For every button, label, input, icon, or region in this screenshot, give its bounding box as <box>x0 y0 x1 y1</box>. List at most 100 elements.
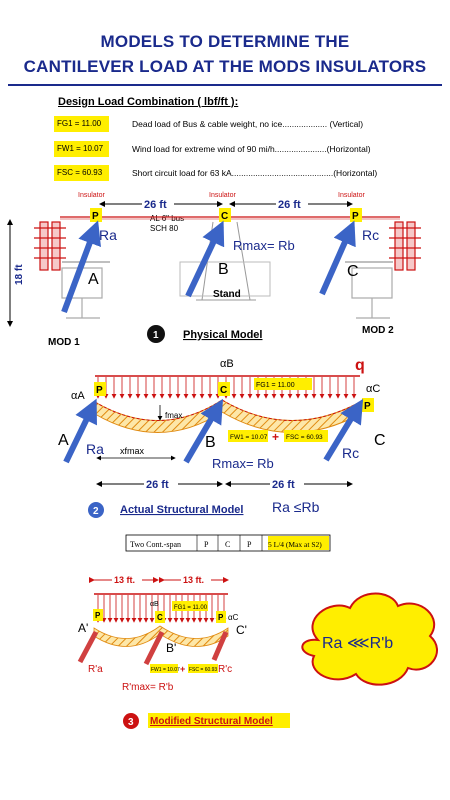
actual-structural-model: αB q FG1 = 11.00 fmax αA αC P C P A B C … <box>58 357 386 552</box>
step-2-badge <box>88 502 104 518</box>
node-p-left: P <box>92 211 99 222</box>
actual-rmax-rb: Rmax= Rb <box>212 456 274 471</box>
actual-span2-label: 26 ft <box>272 479 295 491</box>
mod-c-label: C' <box>236 623 247 637</box>
actual-model-label: Actual Structural Model <box>120 504 243 516</box>
reaction-rmax-rb: Rmax= Rb <box>233 238 295 253</box>
reaction-arrow-c <box>319 220 356 296</box>
support-b-label: B <box>218 261 229 278</box>
fw1-badge: FW1 = 10.07 <box>54 141 109 157</box>
fsc-badge: FSC = 60.93 <box>54 165 109 181</box>
mod2-equipment <box>345 221 421 319</box>
reaction-ra: Ra <box>99 227 117 243</box>
deflection-shape <box>94 399 361 433</box>
span1-label: 26 ft <box>144 199 167 211</box>
mod-alpha-b: αB <box>150 601 159 608</box>
fg1-load-label: FG1 = 11.00 <box>256 382 295 389</box>
mod-span1-label: 13 ft. <box>114 575 135 585</box>
mod-b-label: B' <box>166 641 176 655</box>
height-label: 18 ft <box>14 264 25 285</box>
reaction-arrow-a <box>61 220 101 314</box>
modified-structural-model: 13 ft. 13 ft. FG1 = 11.00 αB αC P C P A'… <box>77 573 438 729</box>
sch-label: SCH 80 <box>150 224 179 233</box>
mod-plus-sign: + <box>180 664 185 674</box>
actual-a-label: A <box>58 432 69 449</box>
ra-le-rb-inequality: Ra ≤Rb <box>272 499 320 515</box>
physical-model-label: Physical Model <box>183 329 262 341</box>
reaction-arrow-b <box>185 220 225 298</box>
actual-ra: Ra <box>86 441 104 457</box>
xfmax-label: xfmax <box>120 446 145 456</box>
mod-fw1-label: FW1 = 10.07 <box>151 667 180 673</box>
actual-b-label: B <box>205 434 216 451</box>
actual-rc: Rc <box>342 445 359 461</box>
mod-reaction-arrow-b <box>143 630 165 666</box>
fsc-load-label: FSC = 60.93 <box>286 434 323 441</box>
design-load-header: Design Load Combination ( lbf/ft ): <box>58 96 239 108</box>
comparison-cloud <box>301 592 438 686</box>
step-3-badge <box>123 713 139 729</box>
mod1-equipment <box>34 221 110 319</box>
support-c-label: C <box>347 263 359 280</box>
cloud-inequality: Ra ⋘R'b <box>322 635 393 652</box>
actual-reaction-arrow-c <box>323 398 364 462</box>
alpha-a-label: αA <box>71 390 85 402</box>
actual-node-p-left: P <box>96 385 103 396</box>
mod-reaction-arrow-a <box>77 630 99 664</box>
mod-fsc-label: FSC = 60.93 <box>189 667 217 673</box>
fg1-description: Dead load of Bus & cable weight, no ice.… <box>132 119 364 129</box>
page-title-line1: MODELS TO DETERMINE THE <box>100 32 350 51</box>
alpha-b-label: αB <box>220 358 234 370</box>
step-2-number: 2 <box>93 506 99 517</box>
table-cell-type: Two Cont.-span <box>130 540 181 549</box>
actual-span1-label: 26 ft <box>146 479 169 491</box>
insulator-label-right: Insulator <box>338 192 366 199</box>
actual-node-c: C <box>220 385 227 396</box>
mod-node-p-right: P <box>218 613 224 622</box>
insulator-label-left: Insulator <box>78 192 106 199</box>
actual-reaction-arrow-a <box>63 398 97 464</box>
fsc-description: Short circuit load for 63 kA............… <box>132 168 378 178</box>
bus-label: AL 6" bus <box>150 214 184 223</box>
mod-fg1-label: FG1 = 11.00 <box>174 605 208 611</box>
modified-model-label: Modified Structural Model <box>150 716 273 727</box>
table-cell-c: C <box>225 540 230 549</box>
actual-reaction-arrow-b <box>183 398 224 464</box>
table-cell-max: 5 L/4 (Max at S2) <box>268 540 322 549</box>
mod-node-p-left: P <box>95 611 101 620</box>
insulator-label-mid: Insulator <box>209 192 237 199</box>
alpha-c-label: αC <box>366 383 380 395</box>
fg1-badge: FG1 = 11.00 <box>54 116 109 132</box>
mod-node-c: C <box>157 613 163 622</box>
plus-sign: + <box>272 430 279 444</box>
support-a-label: A <box>88 271 99 288</box>
actual-node-p-right: P <box>364 401 371 412</box>
step-1-badge <box>147 325 165 343</box>
node-p-right: P <box>352 211 359 222</box>
table-cell-p2: P <box>247 540 252 549</box>
node-c-mid: C <box>221 211 228 222</box>
physical-model: Insulator Insulator Insulator 26 ft 26 f… <box>7 192 421 348</box>
mod-a-label: A' <box>78 621 88 635</box>
fw1-load-label: FW1 = 10.07 <box>230 434 268 441</box>
span2-label: 26 ft <box>278 199 301 211</box>
stand-label: Stand <box>213 289 241 300</box>
mod-deflection-shape <box>93 625 229 647</box>
reaction-rc: Rc <box>362 227 379 243</box>
mod1-label: MOD 1 <box>48 337 80 348</box>
title-divider <box>8 84 442 86</box>
fw1-description: Wind load for extreme wind of 90 mi/h...… <box>132 144 371 154</box>
mod-rmax: R'max= R'b <box>122 682 174 693</box>
table-cell-p1: P <box>204 540 209 549</box>
page-title-line2: CANTILEVER LOAD AT THE MODS INSULATORS <box>23 57 427 76</box>
mod-ra: R'a <box>88 664 103 675</box>
actual-c-label: C <box>374 432 386 449</box>
fmax-label: fmax <box>165 411 182 420</box>
mod-reaction-arrow-c <box>211 631 229 661</box>
mod2-label: MOD 2 <box>362 325 394 336</box>
mod-alpha-c: αC <box>228 613 239 622</box>
mod-rc: R'c <box>218 664 232 675</box>
q-label: q <box>355 357 365 374</box>
mod-span2-label: 13 ft. <box>183 575 204 585</box>
